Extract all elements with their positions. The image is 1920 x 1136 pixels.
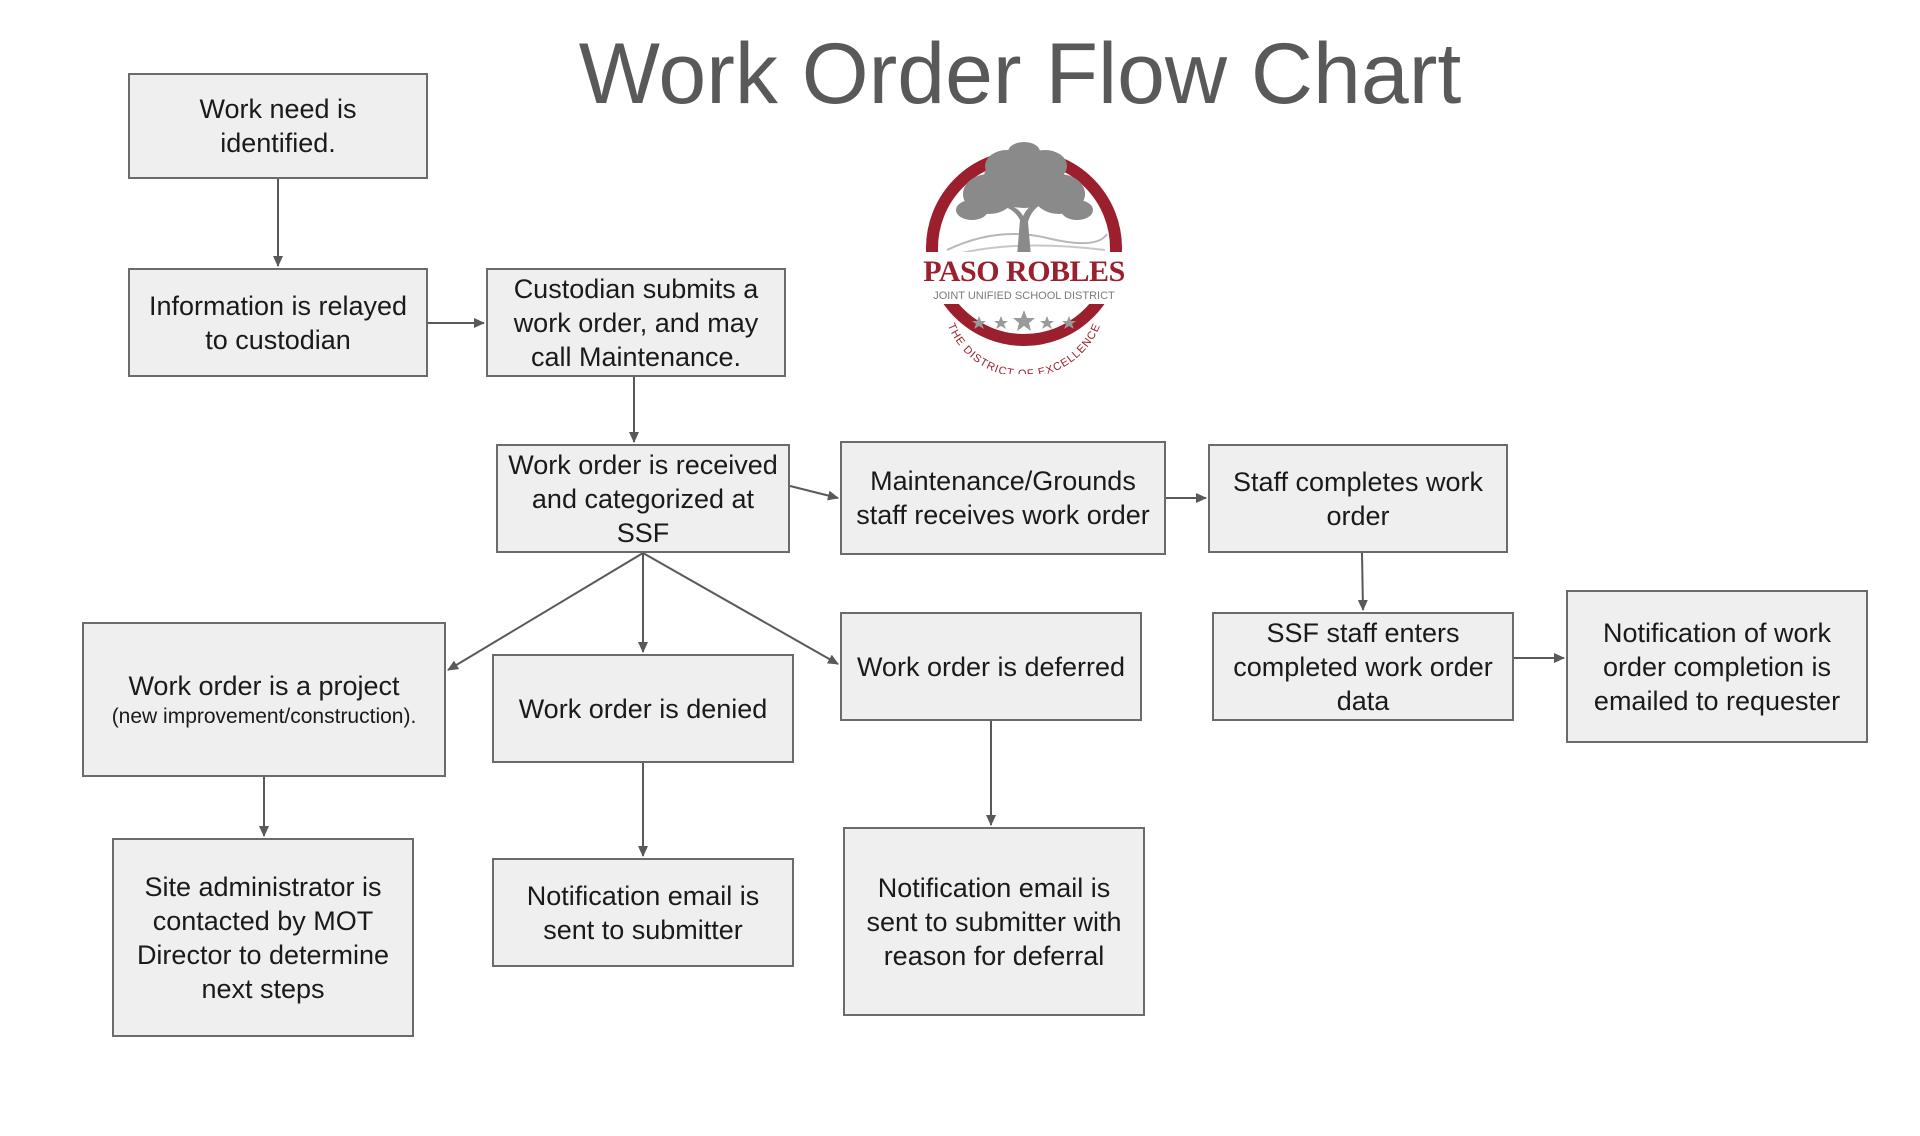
node-label: Site administrator is contacted by MOT D… [136, 871, 390, 1004]
node-work-order-received: Work order is received and categorized a… [496, 444, 790, 553]
arrow-completes-to-ssf [1357, 552, 1368, 611]
logo-district: JOINT UNIFIED SCHOOL DISTRICT [933, 290, 1115, 302]
node-work-need-identified: Work need is identified. [128, 73, 428, 179]
node-label: Work order is a project [128, 670, 400, 701]
node-label: Work order is deferred [856, 651, 1126, 682]
node-label: Maintenance/Grounds staff receives work … [856, 466, 1150, 530]
arrow-received-to-maint [789, 485, 839, 501]
node-label: Work need is identified. [199, 94, 357, 158]
node-label: Notification email is sent to submitter [526, 880, 760, 945]
arrow-received-to-deferred [642, 552, 839, 665]
node-maintenance-receives: Maintenance/Grounds staff receives work … [840, 441, 1166, 555]
node-sublabel: (new improvement/construction). [111, 704, 417, 728]
node-site-administrator: Site administrator is contacted by MOT D… [112, 838, 414, 1037]
node-label: Work order is received and categorized a… [508, 449, 778, 548]
node-label: Staff completes work order [1232, 466, 1484, 531]
page-title: Work Order Flow Chart [578, 26, 1462, 122]
node-information-relayed: Information is relayed to custodian [128, 268, 428, 377]
node-label: Notification email is sent to submitter … [866, 872, 1122, 971]
arrow-received-to-project [447, 552, 644, 671]
node-label: Work order is denied [518, 693, 768, 724]
district-logo: THE DISTRICT OF EXCELLENCE PASO ROBLES J… [917, 138, 1131, 374]
node-work-order-project: Work order is a project (new improvement… [82, 622, 446, 777]
node-label: SSF staff enters completed work order da… [1233, 617, 1493, 716]
node-label: Information is relayed to custodian [148, 290, 408, 355]
node-label: Notification of work order completion is… [1593, 617, 1841, 716]
logo-name: PASO ROBLES [923, 255, 1125, 288]
node-work-order-denied: Work order is denied [492, 654, 794, 763]
logo-emblem-icon: THE DISTRICT OF EXCELLENCE [921, 142, 1127, 374]
node-work-order-deferred: Work order is deferred [840, 612, 1142, 721]
node-notify-deferred: Notification email is sent to submitter … [843, 827, 1145, 1016]
node-notify-denied: Notification email is sent to submitter [492, 858, 794, 967]
node-label: Custodian submits a work order, and may … [513, 273, 759, 372]
node-staff-completes: Staff completes work order [1208, 444, 1508, 553]
node-notify-completion: Notification of work order completion is… [1566, 590, 1868, 743]
node-ssf-enters-data: SSF staff enters completed work order da… [1212, 612, 1514, 721]
node-custodian-submits: Custodian submits a work order, and may … [486, 268, 786, 377]
